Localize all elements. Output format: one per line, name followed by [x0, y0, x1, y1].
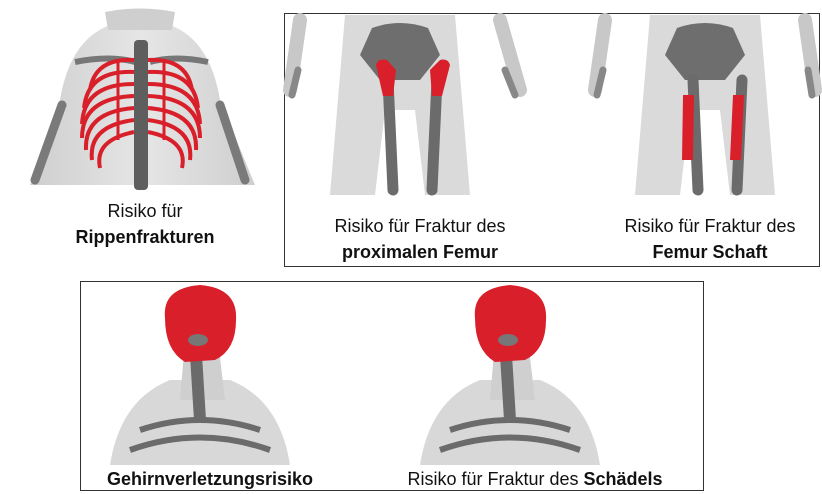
- skull-caption: Risiko für Fraktur des Schädels: [370, 466, 700, 492]
- skull-caption-line1: Risiko für Fraktur des: [407, 469, 583, 489]
- skull-caption-line2: Schädels: [584, 469, 663, 489]
- skull-highlight-skull: [475, 285, 546, 362]
